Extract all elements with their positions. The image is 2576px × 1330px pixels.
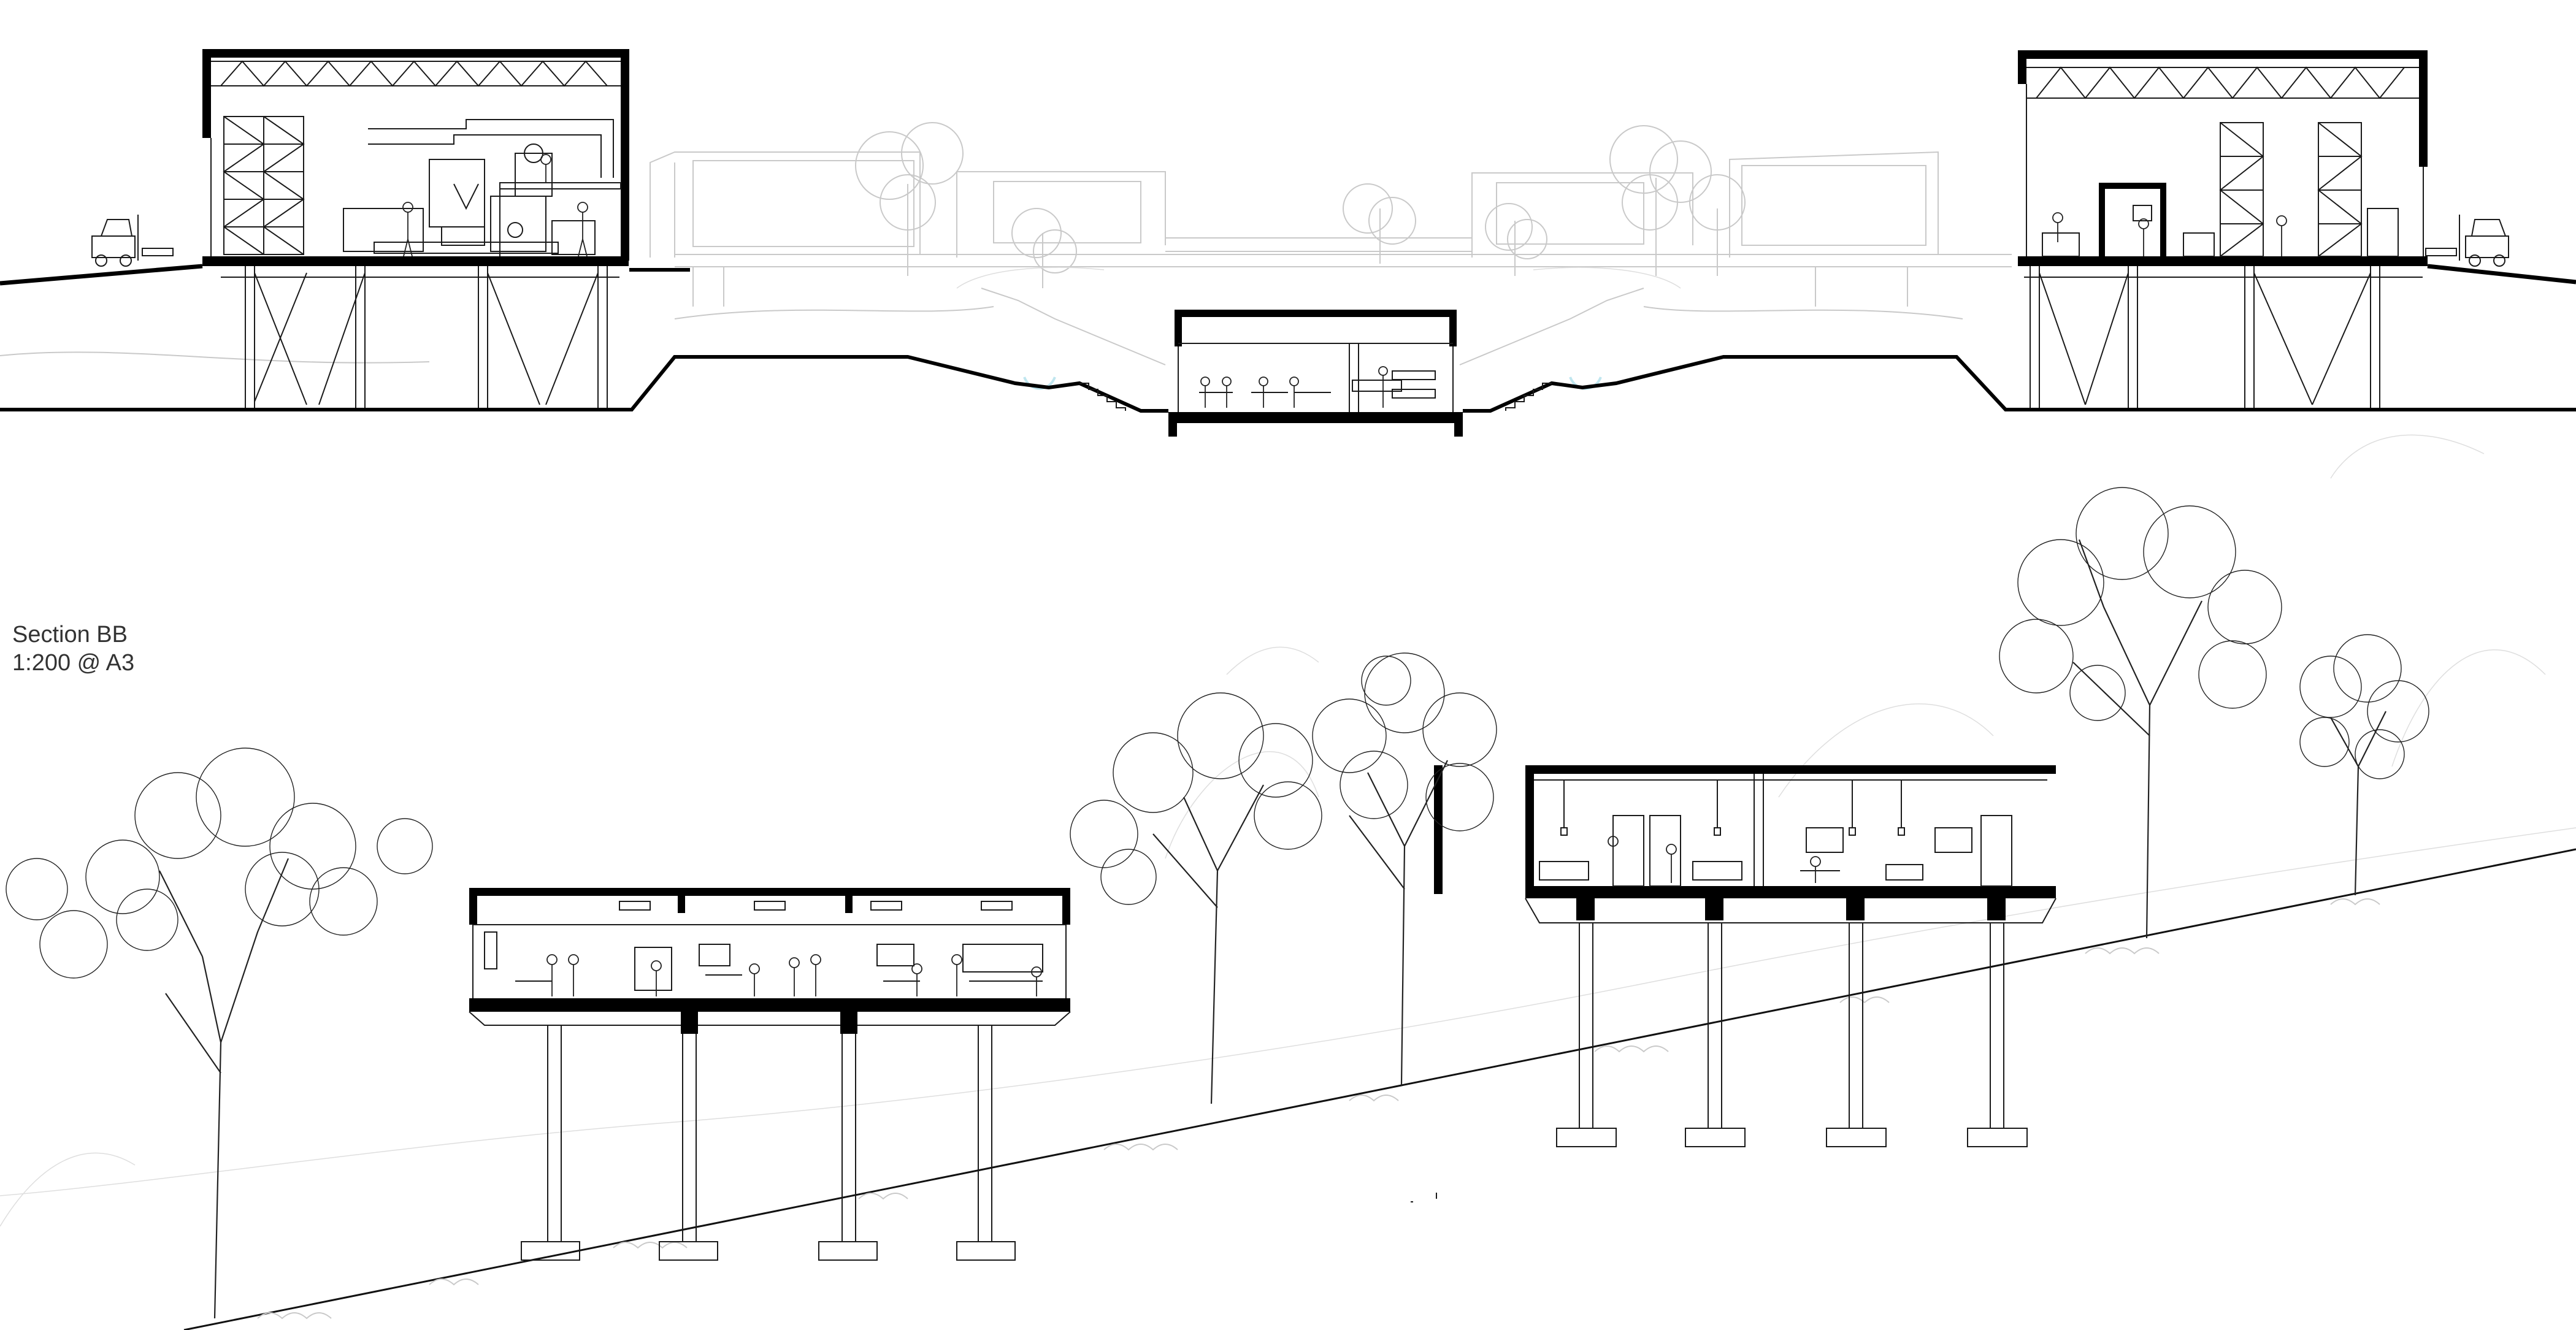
upper-ground-line <box>0 264 2576 413</box>
water-features <box>1023 376 1602 390</box>
upper-section <box>0 49 2576 437</box>
workshop-building-left <box>202 49 629 408</box>
sloped-terrain <box>183 848 2576 1330</box>
office-building <box>469 888 1071 1261</box>
tree-middle-a <box>1070 692 1322 1104</box>
section-title: Section BB <box>12 622 128 648</box>
tree-left <box>6 747 433 1319</box>
tree-right-small <box>2299 634 2429 896</box>
background-ghost-elements <box>0 122 2012 365</box>
tree-middle-b <box>1312 652 1497 1086</box>
annotation-mark <box>1411 1193 1437 1202</box>
lower-section <box>0 434 2576 1330</box>
storage-building-right <box>2018 50 2428 408</box>
section-scale: 1:200 @ A3 <box>12 650 135 676</box>
sunken-pavilion <box>1168 310 1463 437</box>
forklift-left <box>91 215 174 267</box>
forklift-right <box>2425 215 2509 267</box>
residential-building <box>1434 765 2057 1147</box>
tree-right-large <box>1999 487 2282 939</box>
background-vegetation <box>0 434 2576 1227</box>
